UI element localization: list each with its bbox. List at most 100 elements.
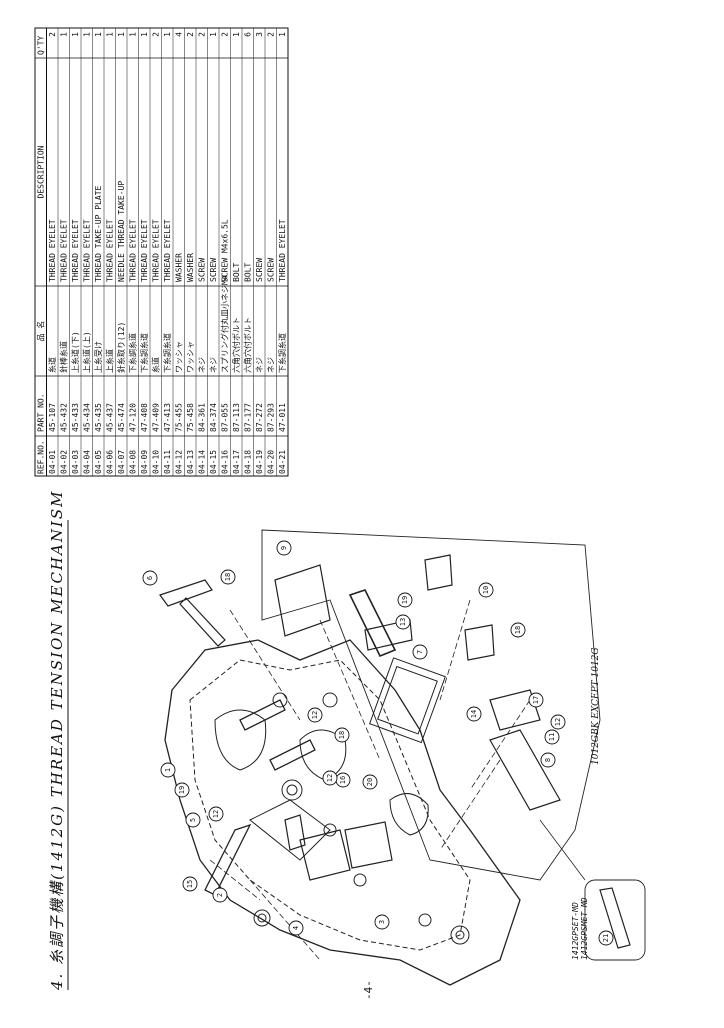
table-cell-part-no: 45-107: [48, 403, 57, 432]
table-cell-ref: 04-09: [140, 450, 149, 474]
table-cell-name: 針糸取り(12): [116, 322, 126, 373]
callout-circle: [362, 774, 378, 790]
set-label-1: 1412GPSET-MD: [571, 902, 580, 960]
table-cell-ref: 04-01: [48, 450, 57, 474]
table-cell-description: SCREW: [198, 258, 207, 282]
table-cell-qty: 1: [71, 32, 80, 37]
table-cell-part-no: 45-435: [94, 403, 103, 432]
table-cell-name: 上糸道(上): [82, 331, 92, 373]
table-cell-description: WASHER: [186, 253, 195, 282]
table-cell-part-no: 84-361: [198, 403, 207, 432]
table-cell-name: 下糸調糸道: [128, 333, 138, 373]
table-cell-ref: 04-10: [152, 450, 161, 474]
callout-circle: [322, 770, 338, 786]
callout-number: 12: [311, 711, 319, 719]
table-cell-qty: 3: [255, 32, 264, 37]
table-cell-description: THREAD EYELET: [60, 219, 69, 282]
callout-number: 11: [548, 733, 556, 741]
callout-number: 21: [602, 934, 610, 942]
callout-number: 17: [532, 696, 540, 704]
table-cell-ref: 04-19: [255, 450, 264, 474]
callout-circle: [307, 707, 323, 723]
table-cell-name: スプリング付丸皿小ネジM4: [220, 275, 230, 373]
table-cell-name: ネジ: [209, 357, 218, 373]
callout-circle: [374, 914, 390, 930]
table-cell-part-no: 45-434: [83, 403, 92, 432]
table-cell-part-no: 45-432: [60, 403, 69, 432]
table-cell-qty: 2: [198, 32, 207, 37]
table-cell-description: THREAD EYELET: [106, 219, 115, 282]
table-cell-name: 上糸道(下): [70, 331, 80, 373]
callout-circle: [334, 727, 350, 743]
table-cell-description: THREAD EYELET: [71, 219, 80, 282]
exploded-diagram: [159, 529, 646, 986]
callout-number: 18: [338, 731, 346, 739]
table-cell-name: ワッシャ: [186, 341, 195, 373]
table-cell-ref: 04-17: [232, 450, 241, 474]
table-cell-ref: 04-14: [198, 450, 207, 474]
table-cell-qty: 1: [117, 32, 126, 37]
table-cell-qty: 2: [152, 32, 161, 37]
table-cell-part-no: 84-374: [209, 403, 218, 432]
header-part-no: PART NO.: [37, 393, 46, 432]
callout-number: 16: [339, 776, 347, 784]
table-cell-part-no: 47-120: [129, 403, 138, 432]
table-cell-qty: 1: [209, 32, 218, 37]
callout-number: 4: [292, 926, 300, 930]
page-number: -4-: [362, 980, 375, 1000]
callout-circle: [397, 592, 413, 608]
table-cell-description: THREAD EYELET: [140, 219, 149, 282]
table-cell-description: SCREW M4x6.5L: [221, 219, 230, 282]
callout-circle: [208, 806, 224, 822]
table-cell-qty: 6: [244, 32, 253, 37]
callout-number: 7: [416, 650, 424, 654]
table-cell-name: ネジ: [255, 357, 264, 373]
table-cell-qty: 2: [186, 32, 195, 37]
callout-circle: [160, 762, 176, 778]
table-cell-name: 針棒糸道: [59, 341, 69, 373]
callout-number: 14: [470, 710, 478, 718]
table-cell-part-no: 45-474: [117, 403, 126, 432]
table-cell-qty: 1: [278, 32, 287, 37]
callout-number: 6: [146, 576, 154, 580]
callout-group: 1234567891011121314151617181920211212181…: [142, 540, 614, 946]
table-cell-description: THREAD TAKE-UP PLATE: [94, 185, 103, 282]
table-cell-part-no: 45-437: [106, 403, 115, 432]
callout-circle: [412, 644, 428, 660]
table-cell-description: SCREW: [267, 258, 276, 282]
table-cell-name: 下糸調糸道: [139, 333, 149, 373]
callout-number: 12: [212, 810, 220, 818]
callout-number: 1: [164, 768, 172, 772]
table-cell-name: 六角穴付ボルト: [231, 317, 241, 373]
callout-circle: [466, 706, 482, 722]
callout-number: 10: [482, 586, 490, 594]
header-ref: REF.NO.: [37, 440, 46, 474]
table-cell-part-no: 87-272: [255, 403, 264, 432]
table-cell-description: THREAD EYELET: [48, 219, 57, 282]
table-cell-ref: 04-04: [83, 450, 92, 474]
table-cell-description: BOLT: [232, 263, 241, 282]
callout-number: 19: [401, 596, 409, 604]
callout-circle: [598, 930, 614, 946]
table-cell-description: BOLT: [244, 263, 253, 282]
table-cell-description: SCREW: [209, 258, 218, 282]
table-cell-part-no: 75-458: [186, 403, 195, 432]
header-description: DESCRIPTION: [37, 145, 46, 198]
table-cell-part-no: 47-413: [163, 403, 172, 432]
table-cell-part-no: 87-113: [232, 403, 241, 432]
table-cell-qty: 4: [175, 32, 184, 37]
table-cell-description: NEEDLE THREAD TAKE-UP: [117, 181, 126, 282]
table-cell-name: 糸道: [151, 357, 161, 373]
table-cell-qty: 1: [60, 32, 69, 37]
callout-circle: [185, 812, 201, 828]
table-cell-ref: 04-16: [221, 450, 230, 474]
table-cell-name: ネジ: [198, 357, 207, 373]
callout-number: 13: [399, 618, 407, 626]
table-cell-part-no: 47-409: [152, 403, 161, 432]
table-cell-qty: 2: [48, 32, 57, 37]
table-cell-part-no: 45-433: [71, 403, 80, 432]
callout-circle: [540, 752, 556, 768]
header-name: 品 名: [36, 321, 46, 342]
callout-circle: [182, 876, 198, 892]
table-cell-qty: 2: [221, 32, 230, 37]
